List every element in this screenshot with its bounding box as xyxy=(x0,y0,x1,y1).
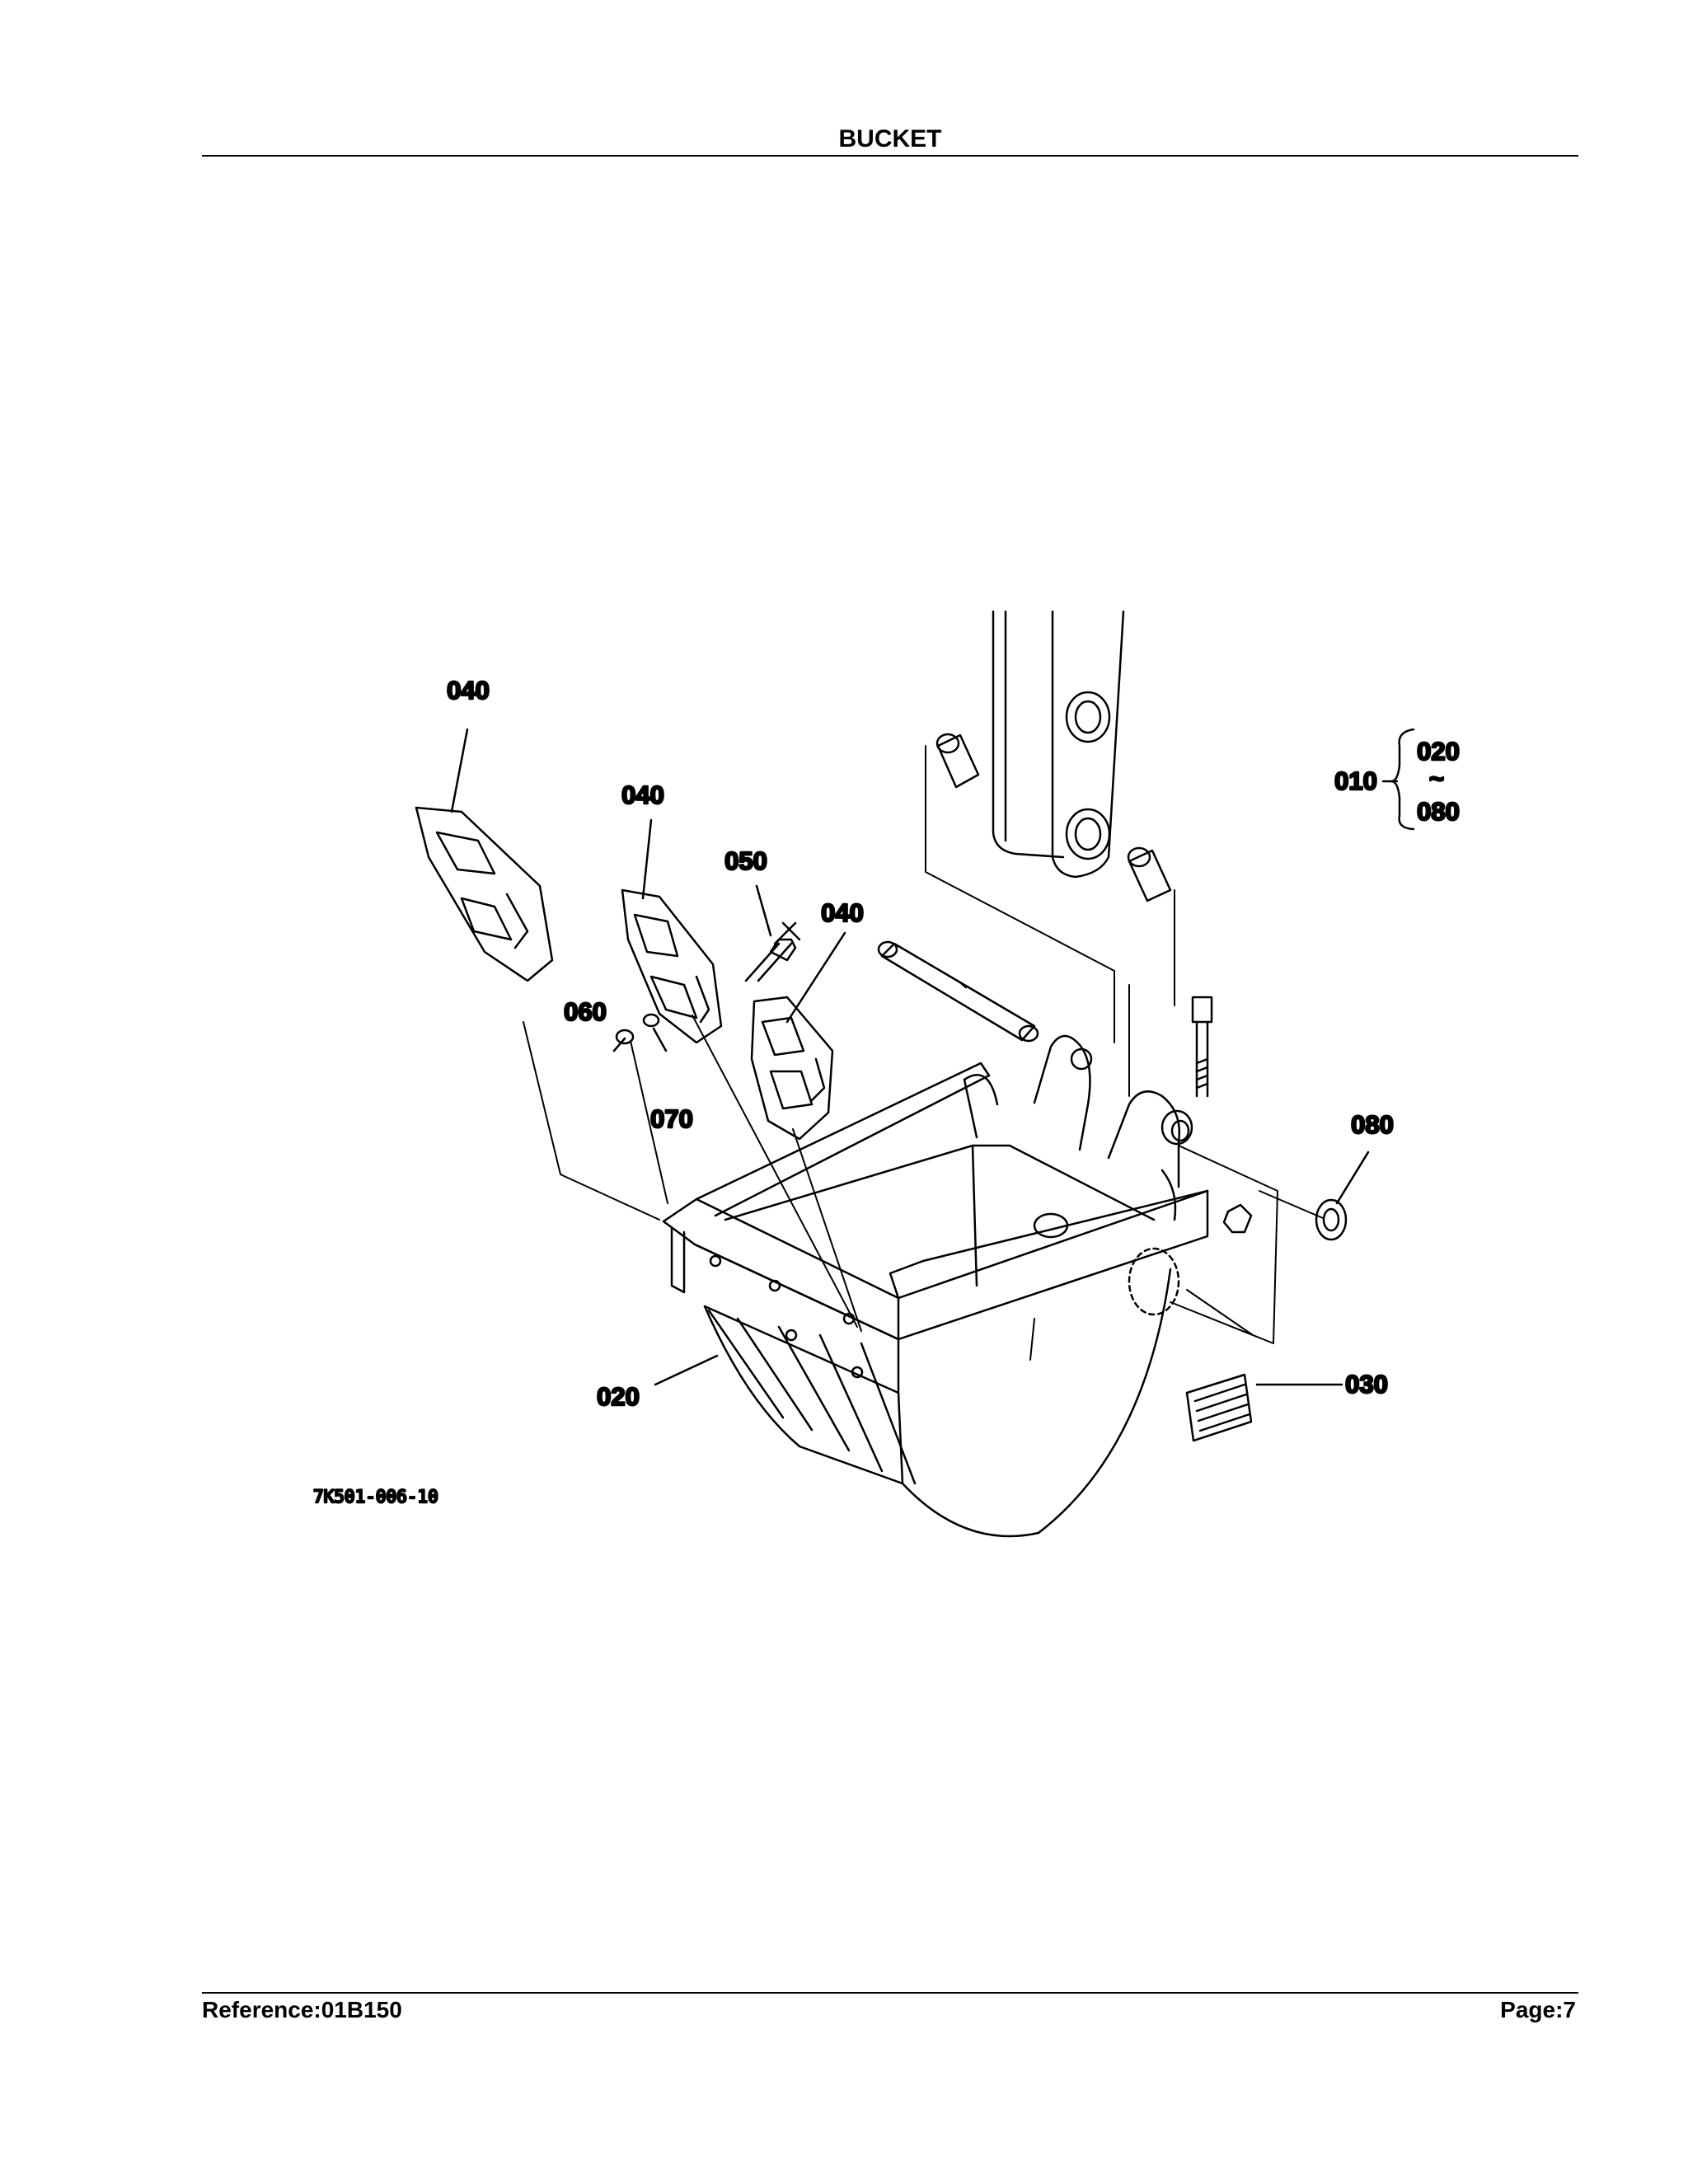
tooth-drawing-1 xyxy=(415,806,554,982)
footer-page-number: Page:7 xyxy=(1500,1997,1576,2022)
callout-070: 070 xyxy=(650,1104,693,1133)
tooth-drawing-3 xyxy=(750,996,834,1141)
tooth-drawing-2 xyxy=(621,888,723,1044)
callout-060: 060 xyxy=(564,997,607,1026)
leader-lines xyxy=(450,728,1399,1386)
footer-reference: Reference:01B150 xyxy=(202,1997,402,2022)
page-title: BUCKET xyxy=(838,125,942,152)
arm-drawing xyxy=(935,610,1172,902)
assembly-lines xyxy=(523,745,1324,1361)
callout-080: 080 xyxy=(1351,1110,1394,1139)
range-bracket xyxy=(1390,728,1415,831)
header-rule xyxy=(202,155,1578,157)
footer-rule xyxy=(202,1992,1578,1994)
tooth-bolt-drawing xyxy=(615,921,801,1045)
callout-040-c: 040 xyxy=(821,898,864,927)
pad-drawing xyxy=(1185,1373,1253,1442)
range-to-label: 080 xyxy=(1417,797,1460,826)
range-from-label: 020 xyxy=(1417,737,1460,766)
drawing-number: 7K501-006-10 xyxy=(313,1487,438,1507)
callout-010: 010 xyxy=(1334,766,1377,795)
callout-030: 030 xyxy=(1345,1370,1388,1399)
callout-040-a: 040 xyxy=(447,676,490,705)
callout-020: 020 xyxy=(597,1382,640,1411)
pin-and-bolt-drawing xyxy=(877,940,1348,1241)
bucket-drawing xyxy=(662,1034,1209,1538)
callout-040-b: 040 xyxy=(621,780,664,809)
range-tilde-label: ~ xyxy=(1429,764,1444,793)
callout-050: 050 xyxy=(724,846,767,875)
